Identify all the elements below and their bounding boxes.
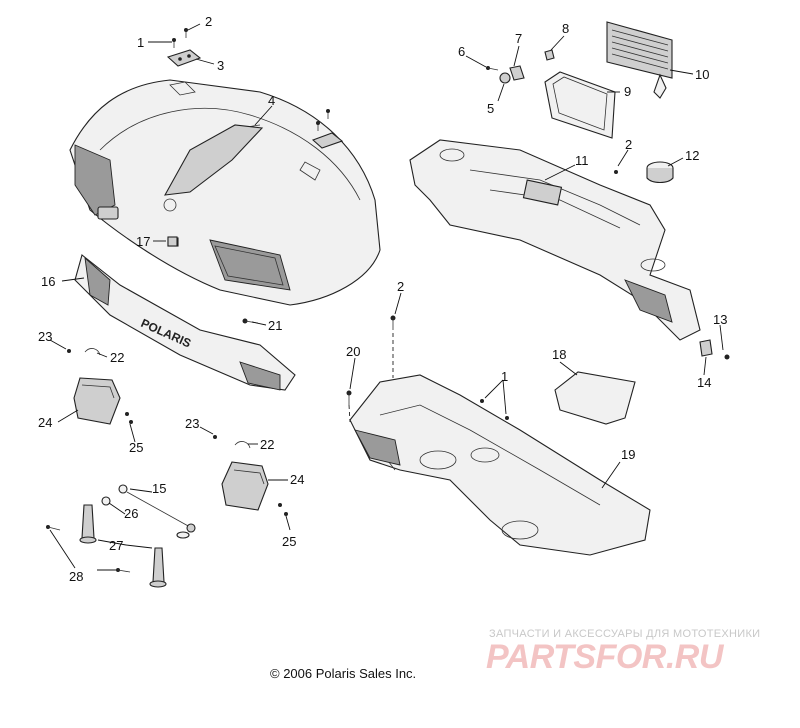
lid-seal-part — [544, 71, 616, 139]
callout-16: 16 — [41, 274, 55, 289]
callout-22-left: 22 — [110, 350, 124, 365]
small-fasteners — [167, 170, 618, 420]
callout-23-right: 23 — [185, 416, 199, 431]
callout-2-tray: 2 — [625, 137, 632, 152]
callout-14: 14 — [697, 375, 711, 390]
storage-lid-part — [606, 21, 673, 99]
bulb-hardware — [67, 348, 288, 516]
copyright-text: © 2006 Polaris Sales Inc. — [270, 666, 417, 681]
watermark-tagline: ЗАПЧАСТИ И АКСЕССУАРЫ ДЛЯ МОТОТЕХНИКИ — [489, 628, 761, 640]
callout-4: 4 — [268, 93, 275, 108]
callout-1-floor: 1 — [501, 369, 508, 384]
callout-21: 21 — [268, 318, 282, 333]
callout-labels: 1 2 3 4 5 6 7 8 9 10 11 2 12 13 14 16 17… — [38, 14, 727, 584]
latch-pad-part — [166, 49, 344, 149]
callout-24-right: 24 — [290, 472, 304, 487]
callout-27: 27 — [109, 538, 123, 553]
callout-18: 18 — [552, 347, 566, 362]
latch-hardware — [486, 49, 555, 84]
callout-22-right: 22 — [260, 437, 274, 452]
callout-20: 20 — [346, 344, 360, 359]
callout-13: 13 — [713, 312, 727, 327]
callout-1: 1 — [137, 35, 144, 50]
callout-23-left: 23 — [38, 329, 52, 344]
callout-25-left: 25 — [129, 440, 143, 455]
watermark-logo: PARTSFOR.RU — [486, 638, 723, 676]
leader-lines — [49, 23, 724, 571]
callout-25-right: 25 — [282, 534, 296, 549]
callout-6: 6 — [458, 44, 465, 59]
callout-8: 8 — [562, 21, 569, 36]
access-cover-part — [554, 371, 636, 425]
callout-28: 28 — [69, 569, 83, 584]
storage-tray-part — [409, 139, 701, 341]
cap-part — [646, 161, 674, 184]
hood-screws — [172, 28, 330, 131]
clip-part — [699, 339, 730, 360]
headlight-left-part — [73, 377, 121, 425]
callout-15: 15 — [152, 481, 166, 496]
front-hood-part — [69, 79, 381, 306]
callout-3: 3 — [217, 58, 224, 73]
callout-9: 9 — [624, 84, 631, 99]
callout-24-left: 24 — [38, 415, 52, 430]
mount-hardware — [46, 484, 196, 588]
floor-panel-part — [349, 374, 651, 556]
callout-26: 26 — [124, 506, 138, 521]
callout-12: 12 — [685, 148, 699, 163]
callout-10: 10 — [695, 67, 709, 82]
callout-5: 5 — [487, 101, 494, 116]
callout-2-floor: 2 — [397, 279, 404, 294]
callout-2: 2 — [205, 14, 212, 29]
callout-11: 11 — [575, 153, 589, 168]
headlight-right-part — [221, 461, 269, 511]
callout-17: 17 — [136, 234, 150, 249]
callout-7: 7 — [515, 31, 522, 46]
callout-19: 19 — [621, 447, 635, 462]
